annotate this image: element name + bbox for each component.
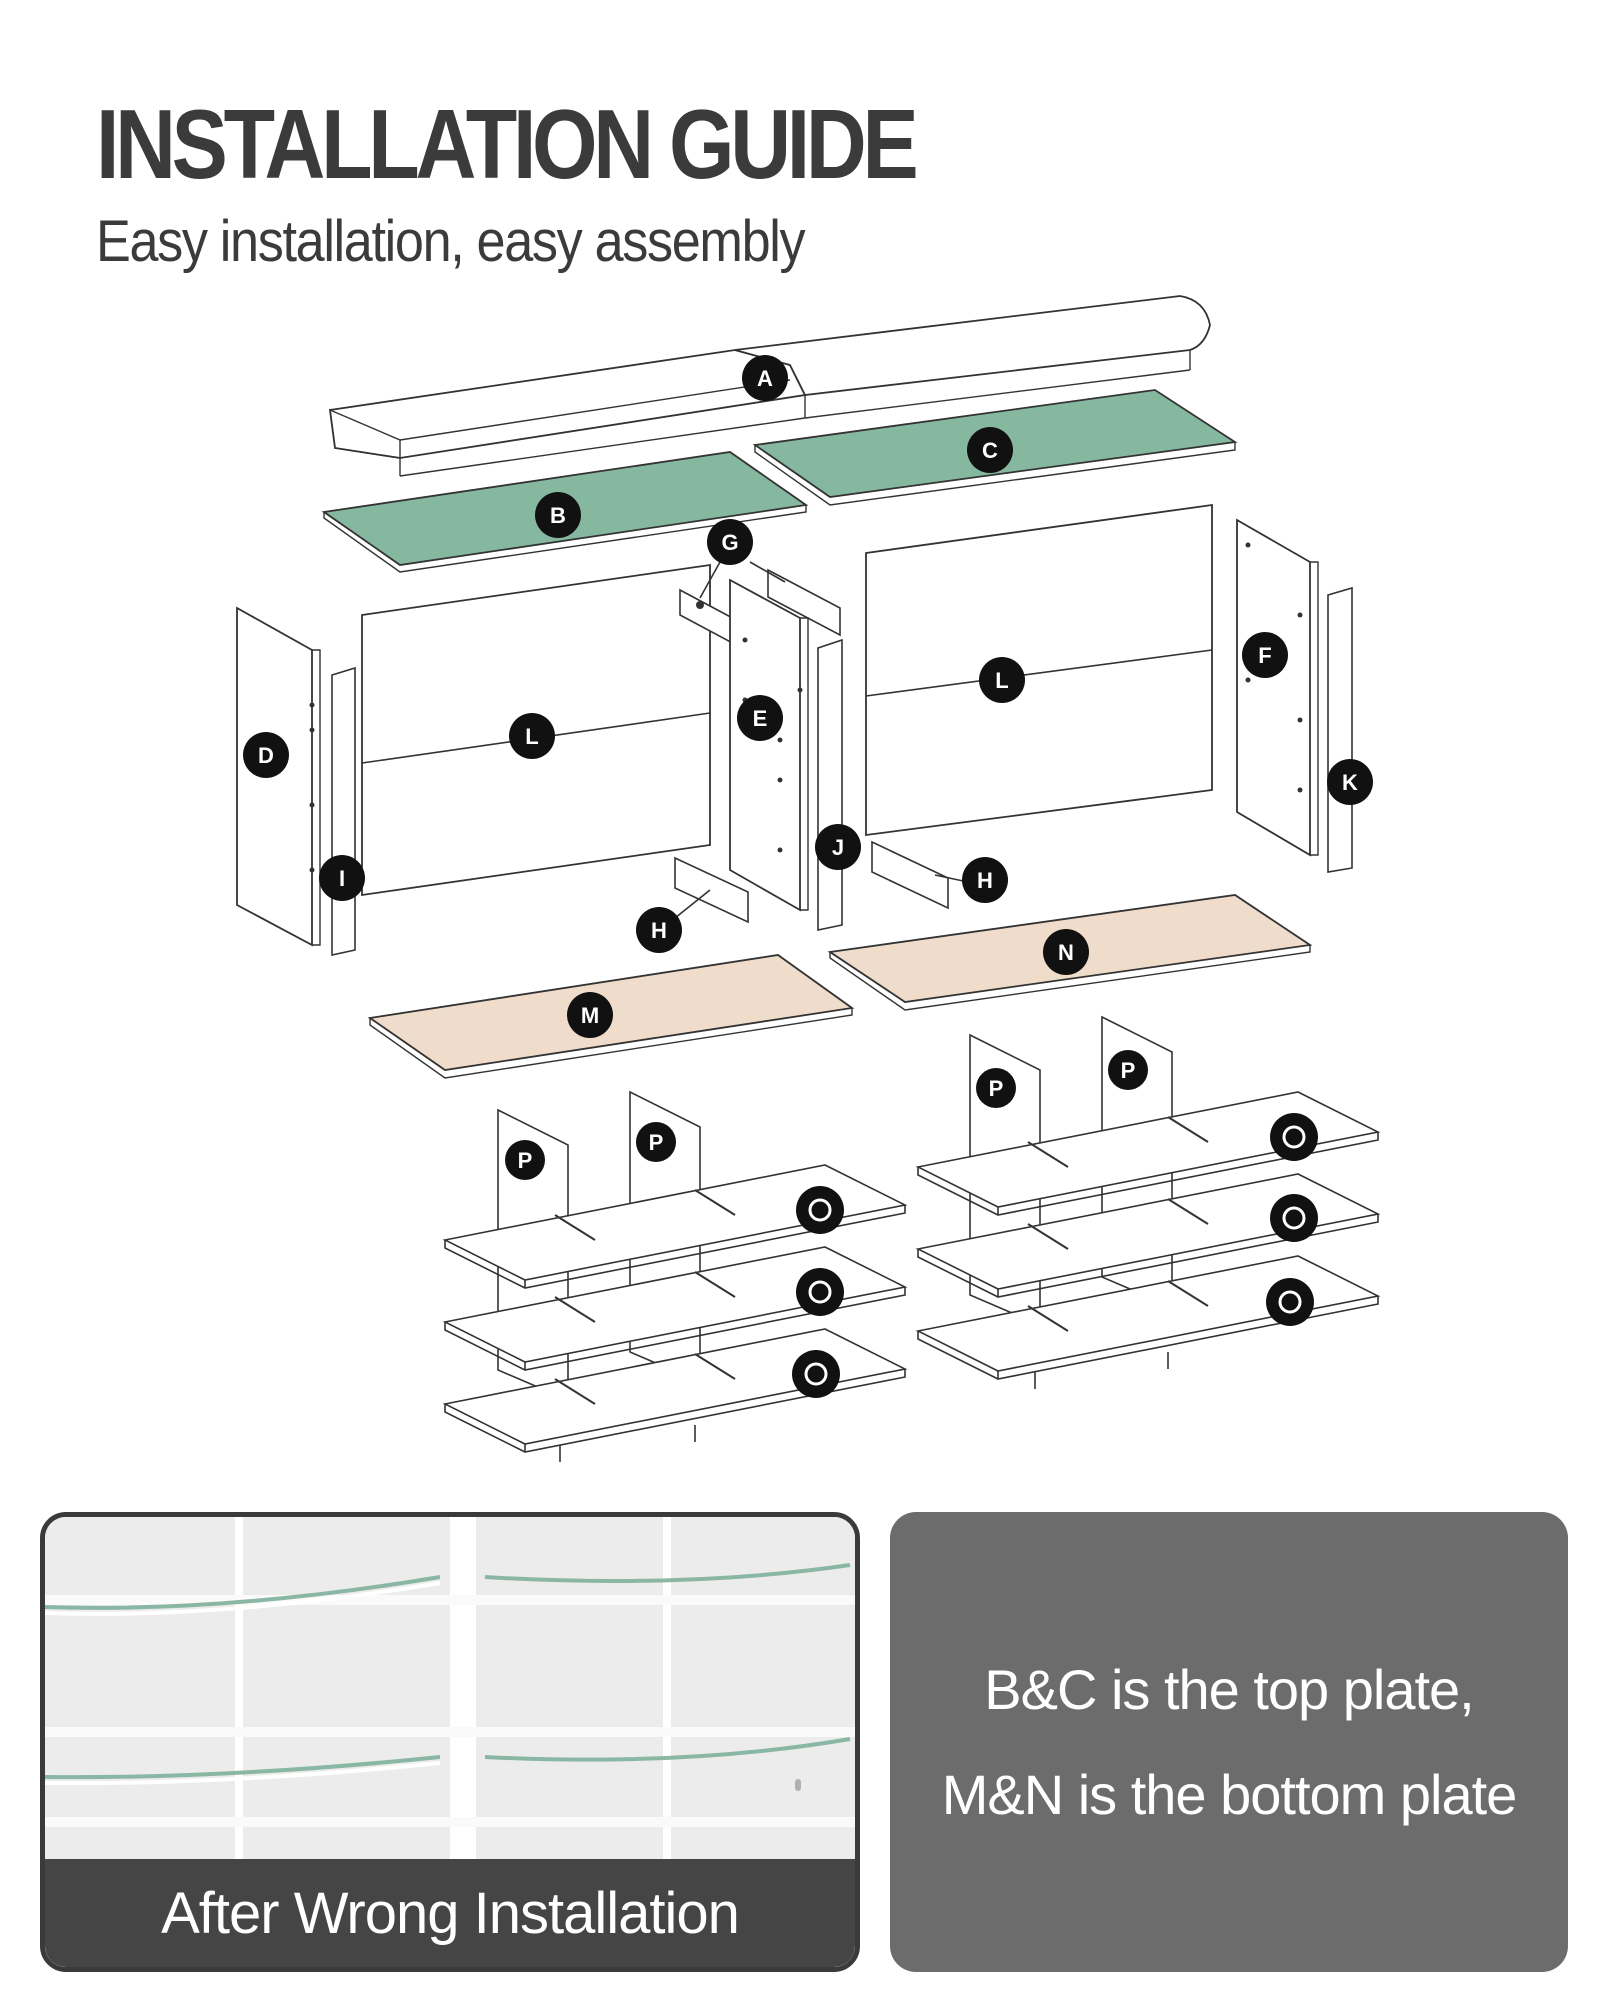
label-p: P: [976, 1068, 1016, 1108]
label-d: D: [243, 732, 289, 778]
label-l-left: L: [509, 713, 555, 759]
svg-text:M: M: [581, 1003, 599, 1028]
label-h-left: H: [636, 907, 682, 953]
label-o: [1270, 1194, 1318, 1242]
svg-text:B: B: [550, 503, 566, 528]
svg-text:C: C: [982, 438, 998, 463]
page-subtitle: Easy installation, easy assembly: [96, 209, 806, 274]
part-l-back-panel-right: [865, 503, 1213, 837]
label-i: I: [319, 855, 365, 901]
label-o: [796, 1268, 844, 1316]
part-k-strip: [1327, 586, 1353, 873]
svg-text:H: H: [651, 918, 667, 943]
exploded-assembly-diagram: A B C G D L E L F K I J H H M N P P P P: [236, 295, 1379, 1462]
part-i-strip: [331, 666, 356, 956]
svg-text:F: F: [1258, 643, 1271, 668]
svg-text:G: G: [721, 530, 738, 555]
part-e-middle-panel: [729, 578, 809, 912]
svg-text:E: E: [753, 706, 768, 731]
svg-text:P: P: [989, 1076, 1004, 1101]
svg-text:L: L: [525, 724, 538, 749]
label-p: P: [1108, 1050, 1148, 1090]
part-h-rail: [871, 840, 949, 910]
svg-text:P: P: [518, 1148, 533, 1173]
note-top-plate: B&C is the top plate,: [984, 1658, 1475, 1721]
wrong-installation-photo-panel: After Wrong Installation: [40, 1512, 860, 1972]
svg-text:J: J: [832, 835, 844, 860]
label-g: G: [707, 519, 753, 565]
svg-text:I: I: [339, 866, 345, 891]
part-f-side-panel: [1236, 518, 1319, 857]
label-o: [1266, 1278, 1314, 1326]
label-h-right: H: [962, 857, 1008, 903]
shelf-group-left: [444, 1091, 906, 1462]
label-n: N: [1043, 929, 1089, 975]
page-title: INSTALLATION GUIDE: [96, 89, 919, 199]
label-l-right: L: [979, 657, 1025, 703]
part-a-top-board: [328, 295, 1211, 477]
svg-text:N: N: [1058, 940, 1074, 965]
label-o: [796, 1186, 844, 1234]
label-o: [1270, 1113, 1318, 1161]
note-bottom-plate: M&N is the bottom plate: [941, 1763, 1518, 1826]
shelf-group-right: [917, 1016, 1379, 1389]
label-p: P: [505, 1140, 545, 1180]
svg-text:P: P: [649, 1130, 664, 1155]
part-d-side-panel: [236, 606, 321, 947]
svg-text:K: K: [1342, 770, 1358, 795]
svg-text:H: H: [977, 868, 993, 893]
svg-text:P: P: [1121, 1058, 1136, 1083]
part-h-rail: [674, 856, 749, 924]
svg-text:A: A: [757, 366, 773, 391]
label-m: M: [567, 992, 613, 1038]
label-p: P: [636, 1122, 676, 1162]
label-e: E: [737, 695, 783, 741]
photo-caption: After Wrong Installation: [45, 1859, 855, 1967]
label-f: F: [1242, 632, 1288, 678]
part-j-strip: [817, 638, 843, 931]
label-o: [792, 1350, 840, 1398]
plate-note-panel: B&C is the top plate, M&N is the bottom …: [890, 1512, 1568, 1972]
label-b: B: [535, 492, 581, 538]
label-a: A: [742, 355, 788, 401]
label-j: J: [815, 824, 861, 870]
label-c: C: [967, 427, 1013, 473]
svg-text:D: D: [258, 743, 274, 768]
svg-text:L: L: [995, 668, 1008, 693]
label-k: K: [1327, 759, 1373, 805]
